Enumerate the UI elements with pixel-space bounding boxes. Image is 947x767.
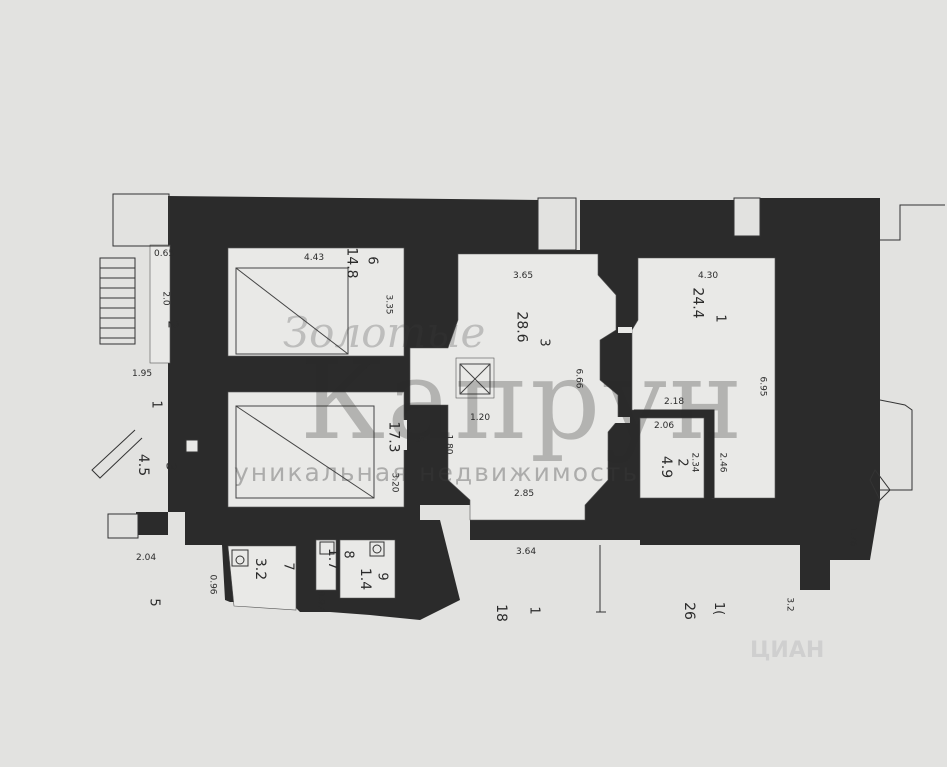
top-niche-1 — [537, 197, 577, 251]
room-left-3-number: 3 — [162, 462, 178, 471]
dim-0-65: 0.65 — [154, 249, 175, 259]
room-9-area: 1.4 — [357, 567, 374, 591]
watermark-script: Золотые — [283, 308, 486, 357]
dim-2-34: 2.34 — [689, 452, 700, 473]
dim-3-65: 3.65 — [513, 271, 534, 281]
stair-diag-2 — [459, 363, 491, 395]
room-2-floor — [639, 417, 705, 499]
dim-2-06: 2.06 — [654, 421, 675, 431]
dim-4-43: 4.43 — [304, 253, 325, 263]
toilet-9-bowl — [372, 544, 382, 554]
dim-2-85: 2.85 — [514, 489, 535, 499]
right-building-edge — [880, 204, 945, 241]
room-6-floor — [227, 247, 405, 357]
room-6-area: 14.8 — [343, 247, 360, 279]
dim-4-30: 4.30 — [698, 271, 719, 281]
watermark-brand: Капрун — [300, 336, 745, 464]
room-crosses — [235, 267, 491, 499]
room-left-2-area: 2.0 — [160, 291, 171, 306]
watermark-corner-logo: ЦИАН — [750, 638, 825, 663]
left-stairs — [99, 257, 136, 345]
room-8-number: 8 — [340, 550, 356, 559]
room-3-area: 28.6 — [513, 311, 530, 343]
room-bottom-1-number: 1 — [526, 606, 542, 615]
right-building-lower — [879, 399, 913, 491]
room-5-cross-line — [235, 405, 375, 499]
room-bottom-floor — [470, 545, 800, 635]
dim-2-18: 2.18 — [664, 397, 685, 407]
toilet-7-bowl — [235, 555, 245, 565]
dim-3-2: 3.2 — [784, 597, 795, 612]
room-left-5-number: 5 — [146, 598, 162, 607]
room-left-2-number: 2 — [164, 320, 180, 329]
dim-1-95: 1.95 — [132, 369, 153, 379]
dim-3-20: 3.20 — [389, 472, 400, 493]
room-left-3-area: 4.5 — [135, 453, 152, 477]
dim-6-66: 6.66 — [573, 368, 584, 389]
room-6-cross-box — [235, 267, 349, 355]
fixture-8 — [319, 541, 335, 555]
dim-6-95: 6.95 — [757, 376, 768, 397]
room-bottom-26-number: 1( — [711, 601, 727, 616]
room-9-number: 9 — [374, 572, 390, 581]
room-8-area: 1.7 — [325, 547, 342, 571]
room-left-1-number: 1 — [148, 400, 164, 409]
room-6-cross-line — [235, 267, 349, 355]
room-5-area: 17.3 — [385, 421, 402, 453]
dim-0-97: 0.97 — [315, 590, 326, 611]
dim-3-35: 3.35 — [383, 294, 394, 315]
left-ramp — [91, 429, 143, 479]
dim-2-04: 2.04 — [136, 553, 157, 563]
dim-1-20: 1.20 — [470, 413, 491, 423]
room-6-number: 6 — [364, 256, 380, 265]
stair-box — [459, 363, 491, 395]
fixtures — [185, 439, 385, 567]
room-2-area: 4.9 — [658, 455, 675, 479]
dim-0-96: 0.96 — [207, 574, 218, 595]
left-niche — [112, 193, 170, 247]
dim-3-64: 3.64 — [516, 547, 537, 557]
dim-1-80: 1.80 — [443, 434, 454, 455]
fixture-left — [185, 439, 199, 453]
room-7-area: 3.2 — [252, 557, 269, 581]
rooms-layer — [149, 244, 800, 635]
room-bottom-26-area: 26 — [680, 602, 697, 620]
right-wedge — [869, 469, 891, 501]
room-1-number: 1 — [712, 314, 728, 323]
room-3-floor — [409, 253, 619, 521]
room-bottom-1-area: 18 — [492, 604, 509, 622]
watermark-tagline: уникальная недвижимость — [234, 458, 640, 487]
top-niche-2 — [733, 197, 761, 237]
room-left-2-floor — [149, 244, 171, 364]
room-3-number: 3 — [536, 338, 552, 347]
room-5-number: 5 — [410, 434, 426, 443]
dim-1-76: 1.76 — [847, 526, 858, 547]
dim-2-46: 2.46 — [717, 452, 728, 473]
room-5-cross-box — [235, 405, 375, 499]
room-2-walls — [634, 409, 715, 498]
room-7-number: 7 — [280, 562, 296, 571]
doors — [401, 327, 632, 450]
room-1-area: 24.4 — [689, 287, 706, 319]
room-5-floor — [227, 391, 405, 508]
room-2-number: 2 — [674, 458, 690, 467]
exterior-elements — [91, 193, 945, 613]
bottom-left-ledge — [107, 513, 139, 539]
